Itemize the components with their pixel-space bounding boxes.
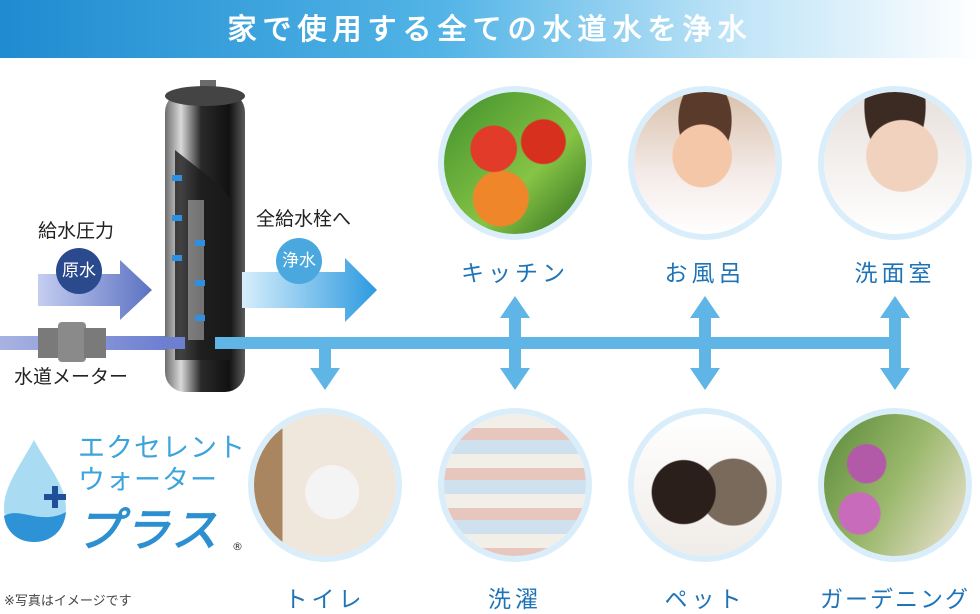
use-label-laundry: 洗濯 (488, 587, 542, 613)
brand-line1: エクセレント (78, 433, 246, 464)
flowers-garden-photo (824, 414, 966, 556)
down-arrow-toilet (310, 349, 340, 390)
arrow-bath-pet (690, 296, 720, 390)
purified-badge: 浄水 (276, 238, 322, 284)
arrow-washroom-garden (880, 296, 910, 390)
arrow-kitchen-laundry (500, 296, 530, 390)
footnote: ※写真はイメージです (4, 594, 132, 609)
vegetables-photo (444, 92, 586, 234)
woman-washing-face-photo (824, 92, 966, 234)
purified-water-arrow (242, 258, 377, 322)
raw-water-badge: 原水 (56, 248, 102, 294)
header-banner (0, 0, 980, 58)
puppy-and-kitten-photo (634, 414, 776, 556)
water-drop-logo-icon (4, 440, 66, 542)
use-label-pet: ペット (664, 587, 746, 613)
meter-label: 水道メーター (14, 366, 129, 388)
filter-cylinder-icon (165, 80, 245, 392)
use-label-kitchen: キッチン (461, 261, 569, 287)
pressure-label: 給水圧力 (38, 220, 115, 242)
water-meter-icon (38, 328, 60, 358)
use-label-gardening: ガーデニング (820, 587, 970, 613)
outlet-label: 全給水栓へ (256, 208, 352, 230)
page-title: 家で使用する全ての水道水を浄水 (227, 12, 753, 46)
laundry-towels-photo (444, 414, 586, 556)
use-label-bath: お風呂 (664, 261, 746, 287)
child-in-bath-photo (634, 92, 776, 234)
main-pipe (232, 337, 897, 349)
brand-line2: ウォーター (78, 465, 218, 496)
use-label-toilet: トイレ (284, 587, 366, 613)
registered-mark: ® (232, 540, 243, 553)
brand-line3: プラス (76, 503, 220, 557)
toilet-photo (254, 414, 396, 556)
use-label-washroom: 洗面室 (854, 261, 936, 287)
